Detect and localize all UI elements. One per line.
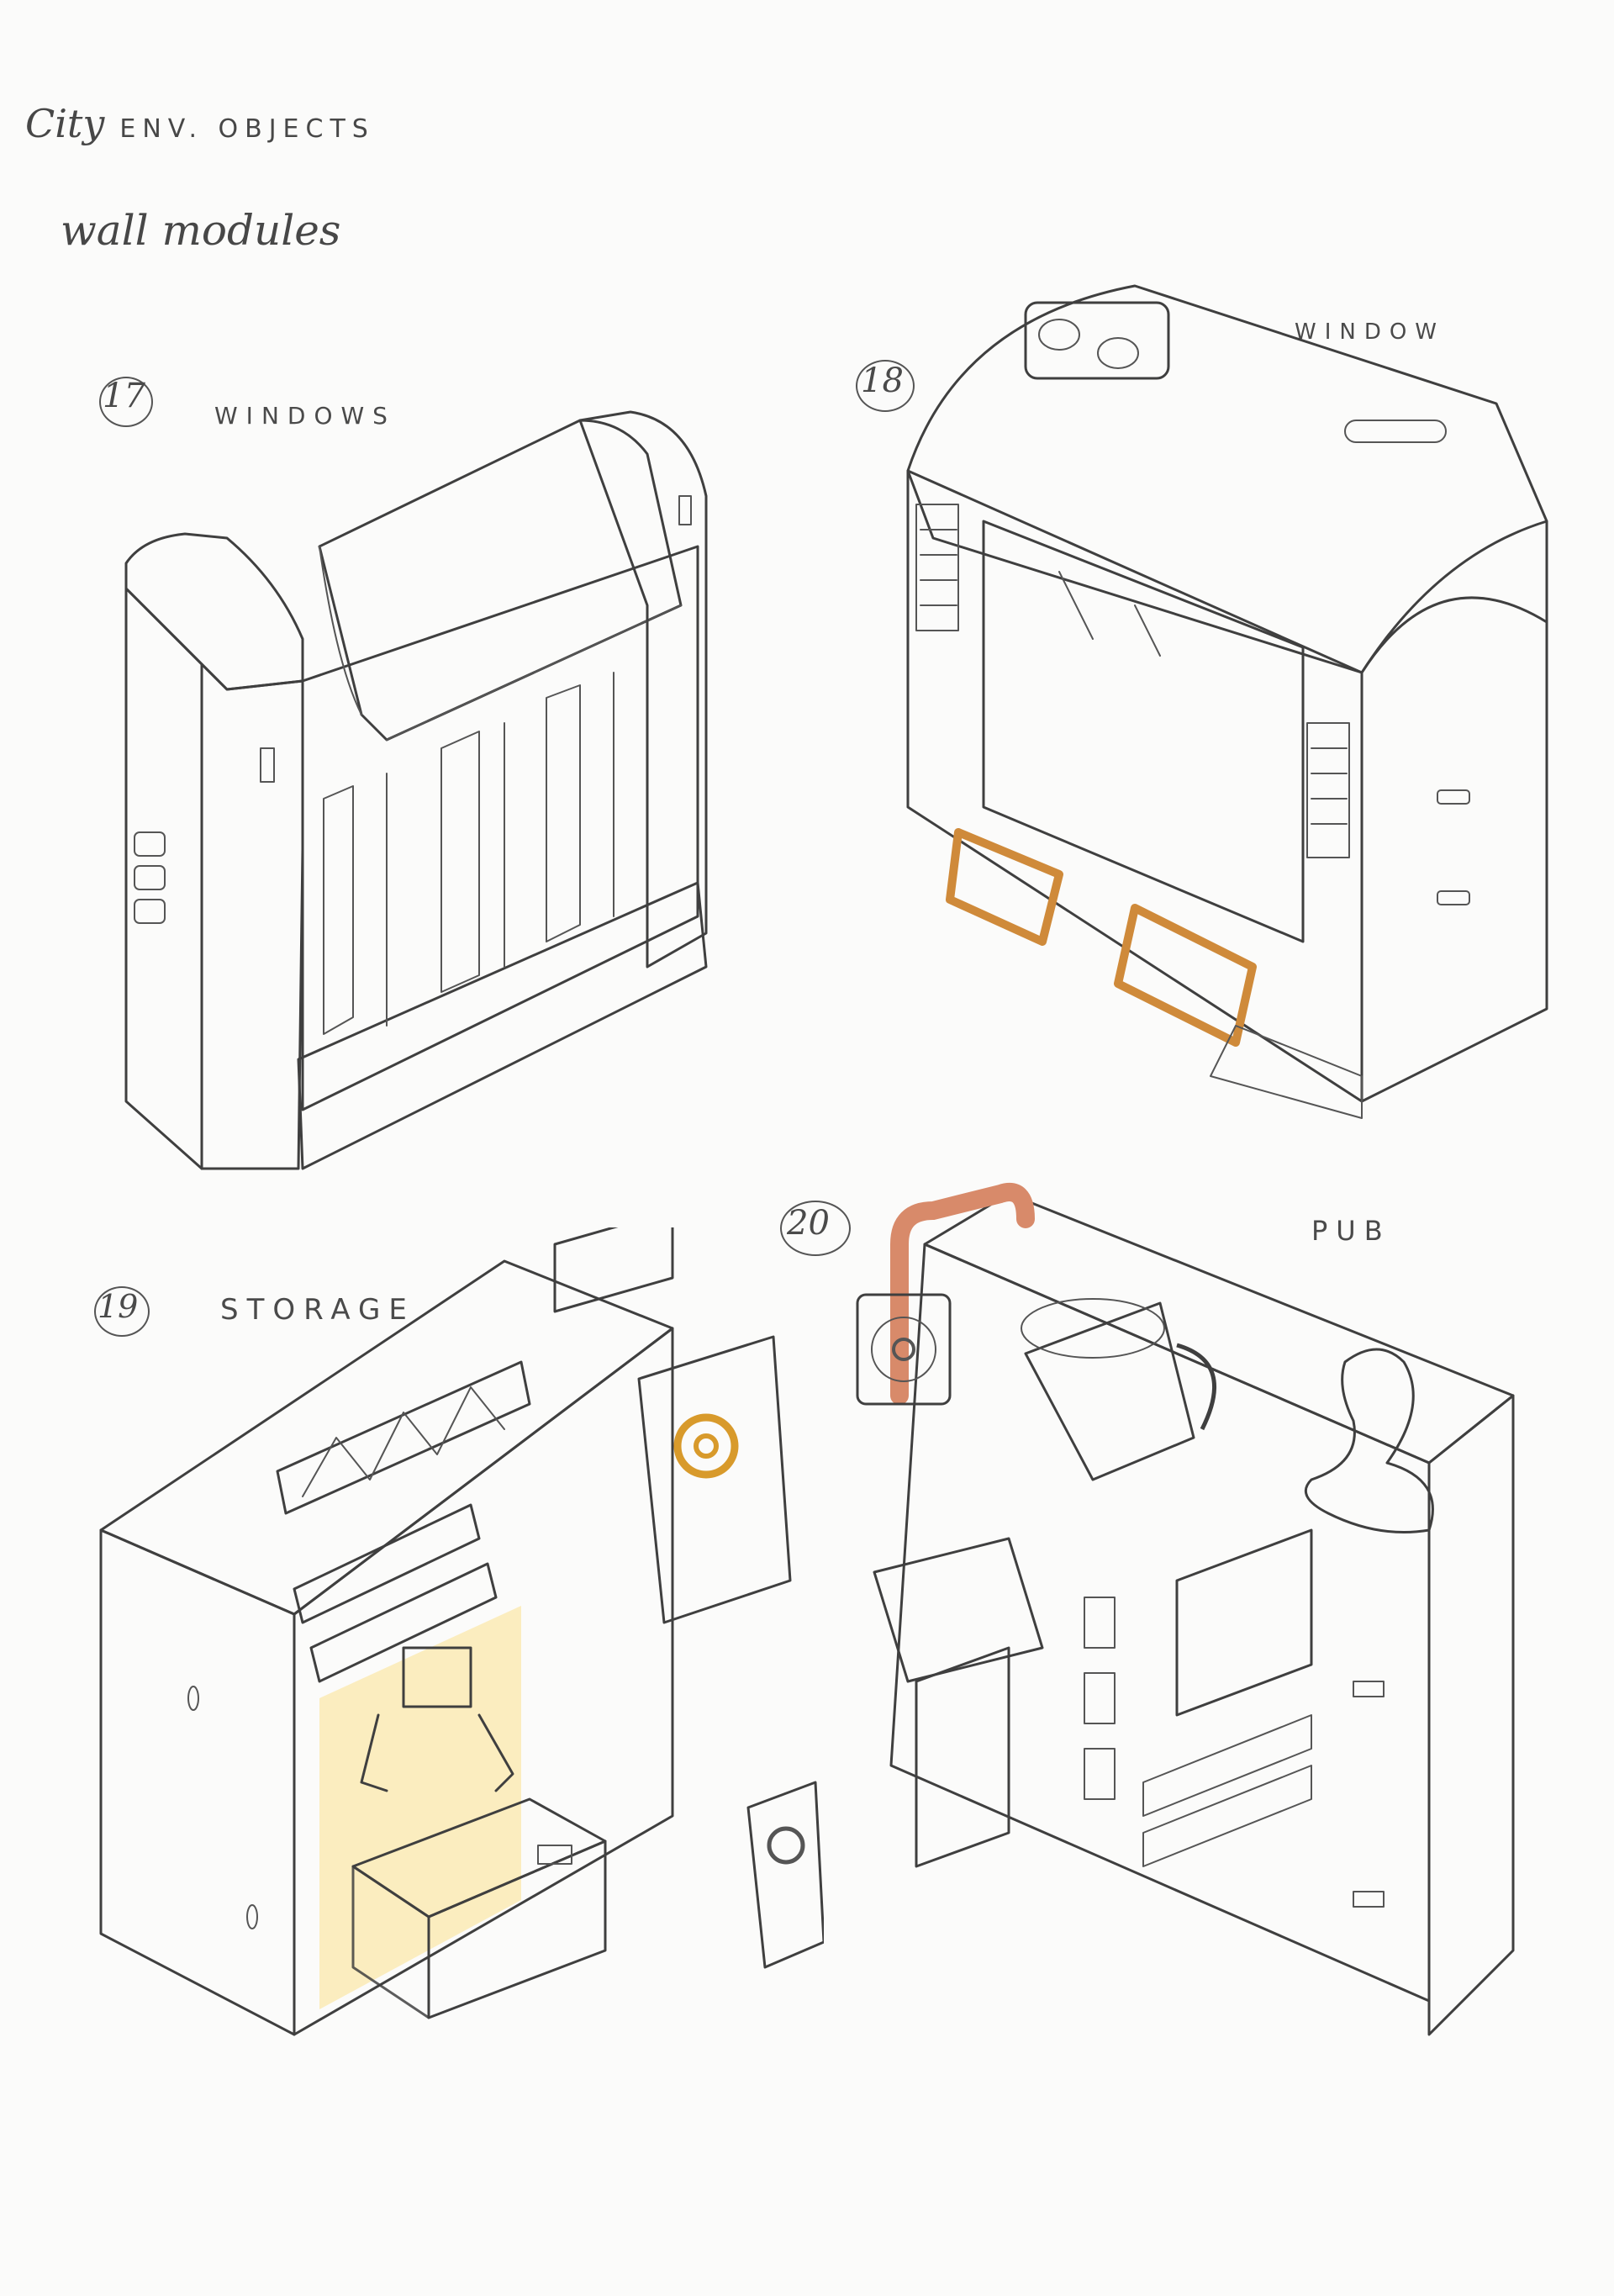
module-18-top-handle <box>1344 420 1447 443</box>
module-17-green-awning <box>318 419 683 742</box>
fan-vent-icon <box>871 1317 936 1382</box>
module-19-claw-body <box>402 1646 472 1708</box>
module-18-number-circle <box>856 360 915 412</box>
beer-mug-icon <box>1021 1298 1216 1481</box>
module-18-hood <box>906 284 1548 674</box>
module-18-copper-frame-left <box>946 828 1063 946</box>
module-17-green-light-left <box>260 747 275 783</box>
module-17-windows-sketch <box>124 410 708 1170</box>
module-19-orange-beam-bottom <box>309 1562 498 1683</box>
module-19-top-face <box>99 1259 674 1616</box>
module-19-grey-gear-tag <box>746 1781 824 1969</box>
module-17-number-circle <box>99 377 153 427</box>
module-18-top-vent-1 <box>1038 319 1080 351</box>
module-18-top-vent-2 <box>1097 337 1139 369</box>
module-20-door-glass <box>915 1646 1010 1868</box>
module-19-interior <box>293 1327 674 2036</box>
module-20-cyan-light-1 <box>1353 1681 1385 1697</box>
sheet-title-env-objects: ENV. OBJECTS <box>119 114 375 144</box>
module-19-number: 19 <box>98 1288 139 1325</box>
sheet-title-city: City <box>25 101 105 146</box>
module-18-window-sketch <box>906 284 1548 1119</box>
module-17-left-pillar <box>200 662 304 1170</box>
module-17-glass-slot-3 <box>546 684 581 942</box>
module-17-left-pillar-cap <box>124 532 304 691</box>
module-18-copper-frame-right <box>1114 904 1257 1047</box>
module-17-side-button-1 <box>134 831 166 857</box>
module-17-plinth <box>297 881 708 1170</box>
module-17-side-button-2 <box>134 865 166 890</box>
sheet-subtitle: wall modules <box>61 206 341 255</box>
gear-icon <box>673 1413 739 1479</box>
module-20-top-face <box>923 1192 1515 1465</box>
module-19-wall-hole-2 <box>246 1904 258 1929</box>
sheet-title: City ENV. OBJECTS <box>25 101 375 146</box>
module-20-yellow-neon-1 <box>1084 1597 1116 1649</box>
module-17-side-button-3 <box>134 899 166 924</box>
module-20-cyan-light-2 <box>1353 1891 1385 1908</box>
module-18-vent-right <box>1306 722 1350 858</box>
module-18-glass <box>982 520 1305 943</box>
module-20-front-wall <box>889 1243 1431 2003</box>
module-20-red-neon-sign <box>1304 1348 1434 1533</box>
module-19-crate-green-light <box>537 1845 572 1865</box>
module-19-orange-beam-top <box>293 1503 481 1624</box>
module-20-pub-sketch <box>856 1183 1515 2036</box>
module-20-green-awning <box>873 1537 1044 1683</box>
module-18-plinth <box>1210 1025 1363 1119</box>
gear-icon <box>767 1826 805 1865</box>
module-17-green-light-right <box>678 495 692 525</box>
module-20-step-2 <box>1142 1765 1312 1867</box>
module-18-side-slit-1 <box>1437 789 1470 805</box>
module-20-fan-box <box>856 1293 952 1406</box>
module-19-orange-truss <box>276 1360 531 1515</box>
module-19-yellow-sign-small <box>553 1227 674 1313</box>
module-20-yellow-neon-3 <box>1084 1748 1116 1800</box>
module-19-storage-sketch <box>99 1227 824 2036</box>
module-20-number-circle <box>780 1201 851 1256</box>
module-18-side-face <box>1360 520 1548 1103</box>
module-20-label: PUB <box>1311 1215 1391 1247</box>
module-19-yellow-gear-panel <box>637 1335 792 1624</box>
module-17-right-pillar <box>578 410 708 969</box>
module-17-main-wall <box>301 545 699 1111</box>
module-20-copper-pipe <box>890 1183 1035 1405</box>
module-20-number: 20 <box>787 1204 830 1243</box>
module-17-glass-slot-1 <box>323 785 354 1035</box>
module-17-glass-slot-2 <box>440 731 480 993</box>
module-18-top-plate <box>1024 301 1170 380</box>
module-20-step-1 <box>1142 1714 1312 1817</box>
module-18-vent-left <box>915 504 959 631</box>
module-19-crate-front <box>427 1839 607 2019</box>
module-20-yellow-neon-2 <box>1084 1672 1116 1724</box>
module-18-number: 18 <box>861 362 904 400</box>
module-17-number: 17 <box>103 377 145 415</box>
module-18-front-wall <box>906 469 1363 1103</box>
module-19-label: STORAGE <box>220 1293 415 1327</box>
module-18-label: WINDOW <box>1295 319 1446 345</box>
module-20-window-glass <box>1175 1528 1313 1717</box>
module-19-front-wall <box>99 1528 296 2036</box>
module-17-label: WINDOWS <box>214 402 396 430</box>
module-19-number-circle <box>94 1286 150 1337</box>
module-18-side-slit-2 <box>1437 890 1470 905</box>
module-20-side-face <box>1427 1394 1515 2036</box>
module-19-wall-hole-1 <box>187 1686 199 1711</box>
